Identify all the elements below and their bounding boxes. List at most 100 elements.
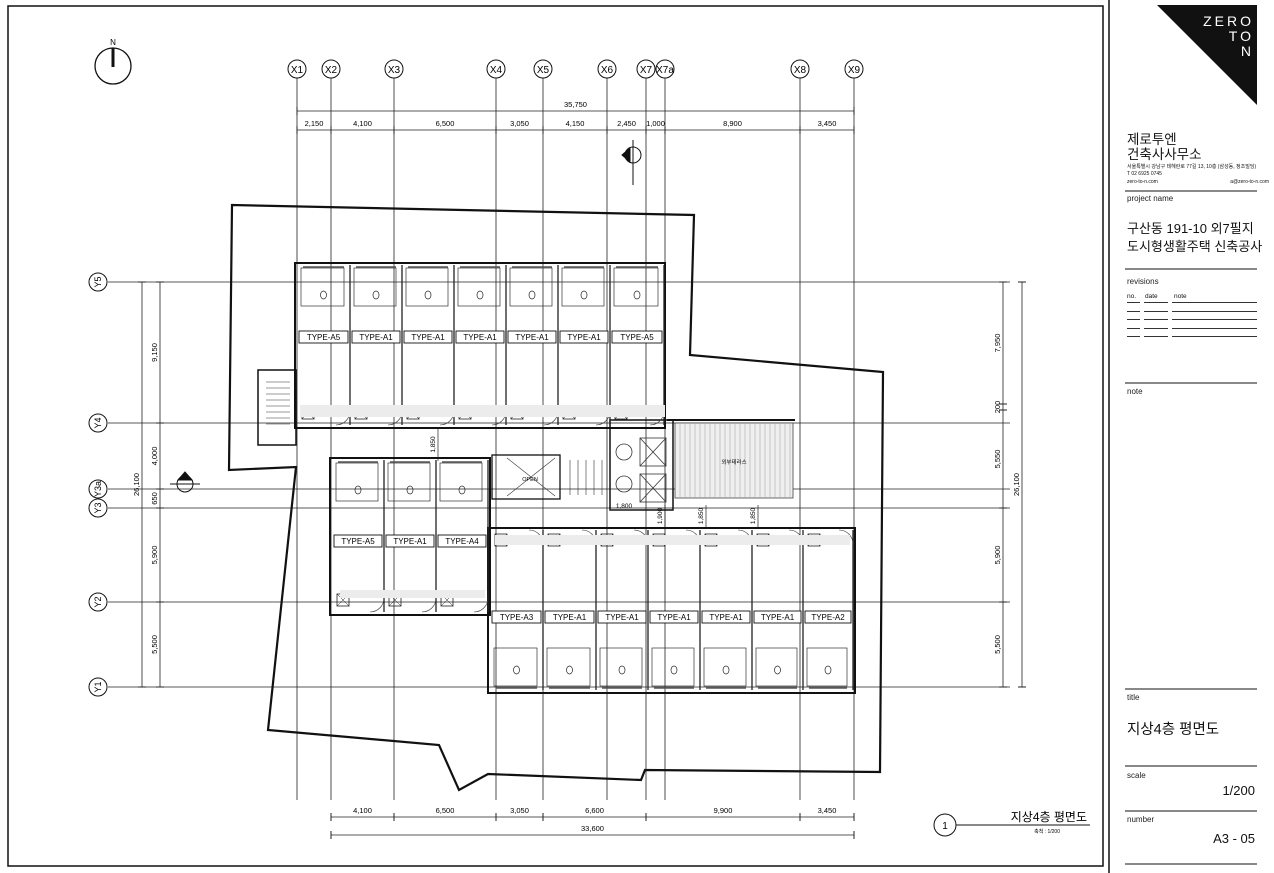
top-segment-dim-label: 6,500 <box>436 119 455 128</box>
room-tag-label: TYPE-A1 <box>411 333 445 342</box>
room-tag-label: TYPE-A4 <box>445 537 479 546</box>
caption-number: 1 <box>942 821 948 832</box>
grid-label-x: X5 <box>537 65 550 76</box>
left-total-dim-label: 26,100 <box>132 473 141 496</box>
toilet-icon <box>354 485 362 495</box>
room-tag-label: TYPE-A1 <box>463 333 497 342</box>
top-segment-dim-label: 2,450 <box>617 119 636 128</box>
grid-bubble-x <box>597 59 617 79</box>
office-web: zero-to-n.com <box>1127 179 1158 185</box>
revision-row-line <box>1127 319 1140 320</box>
room-tag-box <box>753 610 802 624</box>
room-tag-box <box>333 534 383 548</box>
room-tag-label: TYPE-A1 <box>657 613 691 622</box>
bottom-segment-dim-label: 4,100 <box>353 806 372 815</box>
grid-bubble-y <box>88 677 108 697</box>
corridor-finish <box>340 590 485 598</box>
room-tag-box <box>649 610 699 624</box>
title-block-rules <box>1125 190 1257 865</box>
top-segment-dim-label: 3,050 <box>510 119 529 128</box>
office-email: a@zero-to-n.com <box>1230 179 1269 185</box>
revision-row-line <box>1172 336 1257 337</box>
revision-row-line <box>1127 302 1140 303</box>
bottom-segment-dim-label: 6,500 <box>436 806 455 815</box>
room-tag-label: TYPE-A3 <box>500 613 534 622</box>
revision-row-line <box>1127 327 1140 329</box>
door-swing <box>369 597 385 613</box>
grid-bubble-x <box>790 59 810 79</box>
door-swing <box>421 597 437 613</box>
top-total-dim-label: 35,750 <box>564 100 587 109</box>
grid-label-x: X3 <box>388 65 401 76</box>
room-tag-label: TYPE-A1 <box>709 613 743 622</box>
room-tag-label: TYPE-A1 <box>515 333 549 342</box>
bottom-segment-dim-label: 9,900 <box>714 806 733 815</box>
toilet-icon <box>774 665 781 675</box>
rev-note-header: note <box>1174 293 1187 300</box>
revision-row-line <box>1144 319 1168 320</box>
grid-bubble-x <box>844 59 864 79</box>
room-tag-box <box>507 330 557 344</box>
terrace-lines <box>679 424 791 497</box>
bottom-segment-dim-label: 3,450 <box>818 806 837 815</box>
bottom-segment-dim-label: 6,600 <box>585 806 604 815</box>
grid-bubble-y <box>88 272 108 292</box>
grid-label-y: Y4 <box>93 417 103 428</box>
room-tag-box <box>559 330 609 344</box>
internal-dim-label: 1,850 <box>698 507 705 524</box>
bathroom <box>300 267 345 307</box>
room-tag-box <box>351 330 401 344</box>
number-label: number <box>1127 815 1155 824</box>
grid-label-x: X7 <box>640 65 653 76</box>
toilet-icon <box>406 485 414 495</box>
void-label: OPEN <box>522 477 538 483</box>
revision-row-line <box>1144 336 1168 337</box>
door-swing <box>838 529 854 545</box>
grid-label-y: Y1 <box>93 681 103 692</box>
grid-label-x: X9 <box>848 65 861 76</box>
scale-value: 1/200 <box>1222 783 1255 798</box>
north-arrow-icon: N <box>94 38 132 85</box>
grid-label-x: X6 <box>601 65 614 76</box>
toilet-icon <box>670 665 678 675</box>
grid-bubble-x <box>321 59 341 79</box>
bottom-total-dim-label: 33,600 <box>581 824 604 833</box>
caption-title: 지상4층 평면도 <box>1011 810 1087 824</box>
toilet-icon <box>458 485 466 495</box>
bathroom <box>561 267 605 307</box>
bathroom <box>439 462 483 502</box>
logo-text: ZERO TO N <box>1203 13 1254 59</box>
right-segment-dim-label: 7,950 <box>993 334 1002 353</box>
bathroom <box>651 647 695 687</box>
room-tag-label: TYPE-A1 <box>761 613 795 622</box>
right-segment-dim-label: 5,500 <box>993 635 1002 654</box>
office-address: 서울특별시 강남구 테헤란로 77길 13, 10층 (삼성동, 정조빌딩) T… <box>1127 164 1257 177</box>
rev-no-header: no. <box>1127 293 1137 300</box>
void-opening <box>506 457 556 497</box>
note-label: note <box>1127 387 1143 396</box>
bathroom <box>493 647 538 687</box>
room-tag-label: TYPE-A1 <box>567 333 601 342</box>
bottom-segment-dim-label: 3,050 <box>510 806 529 815</box>
grid-bubble-x <box>655 59 675 79</box>
toilet-icon <box>513 665 520 675</box>
rev-date-header: date <box>1145 293 1158 300</box>
toilet-icon <box>633 290 641 300</box>
grid-bubble-y <box>88 498 108 518</box>
bathroom <box>806 647 848 687</box>
toilet-icon <box>618 665 626 675</box>
scale-label: scale <box>1127 771 1146 780</box>
toilet-icon <box>580 290 588 300</box>
door-swing <box>473 597 489 613</box>
internal-dim-label: 1,900 <box>657 507 664 524</box>
right-segment-dim-label: 200 <box>993 401 1002 414</box>
room-tag-box <box>804 610 852 624</box>
toilet-icon <box>528 290 536 300</box>
stair-treads <box>266 381 603 495</box>
right-total-dim-label: 26,100 <box>1012 473 1021 496</box>
grid-label-y: Y3a <box>93 481 103 497</box>
toilet-icon <box>372 290 380 300</box>
